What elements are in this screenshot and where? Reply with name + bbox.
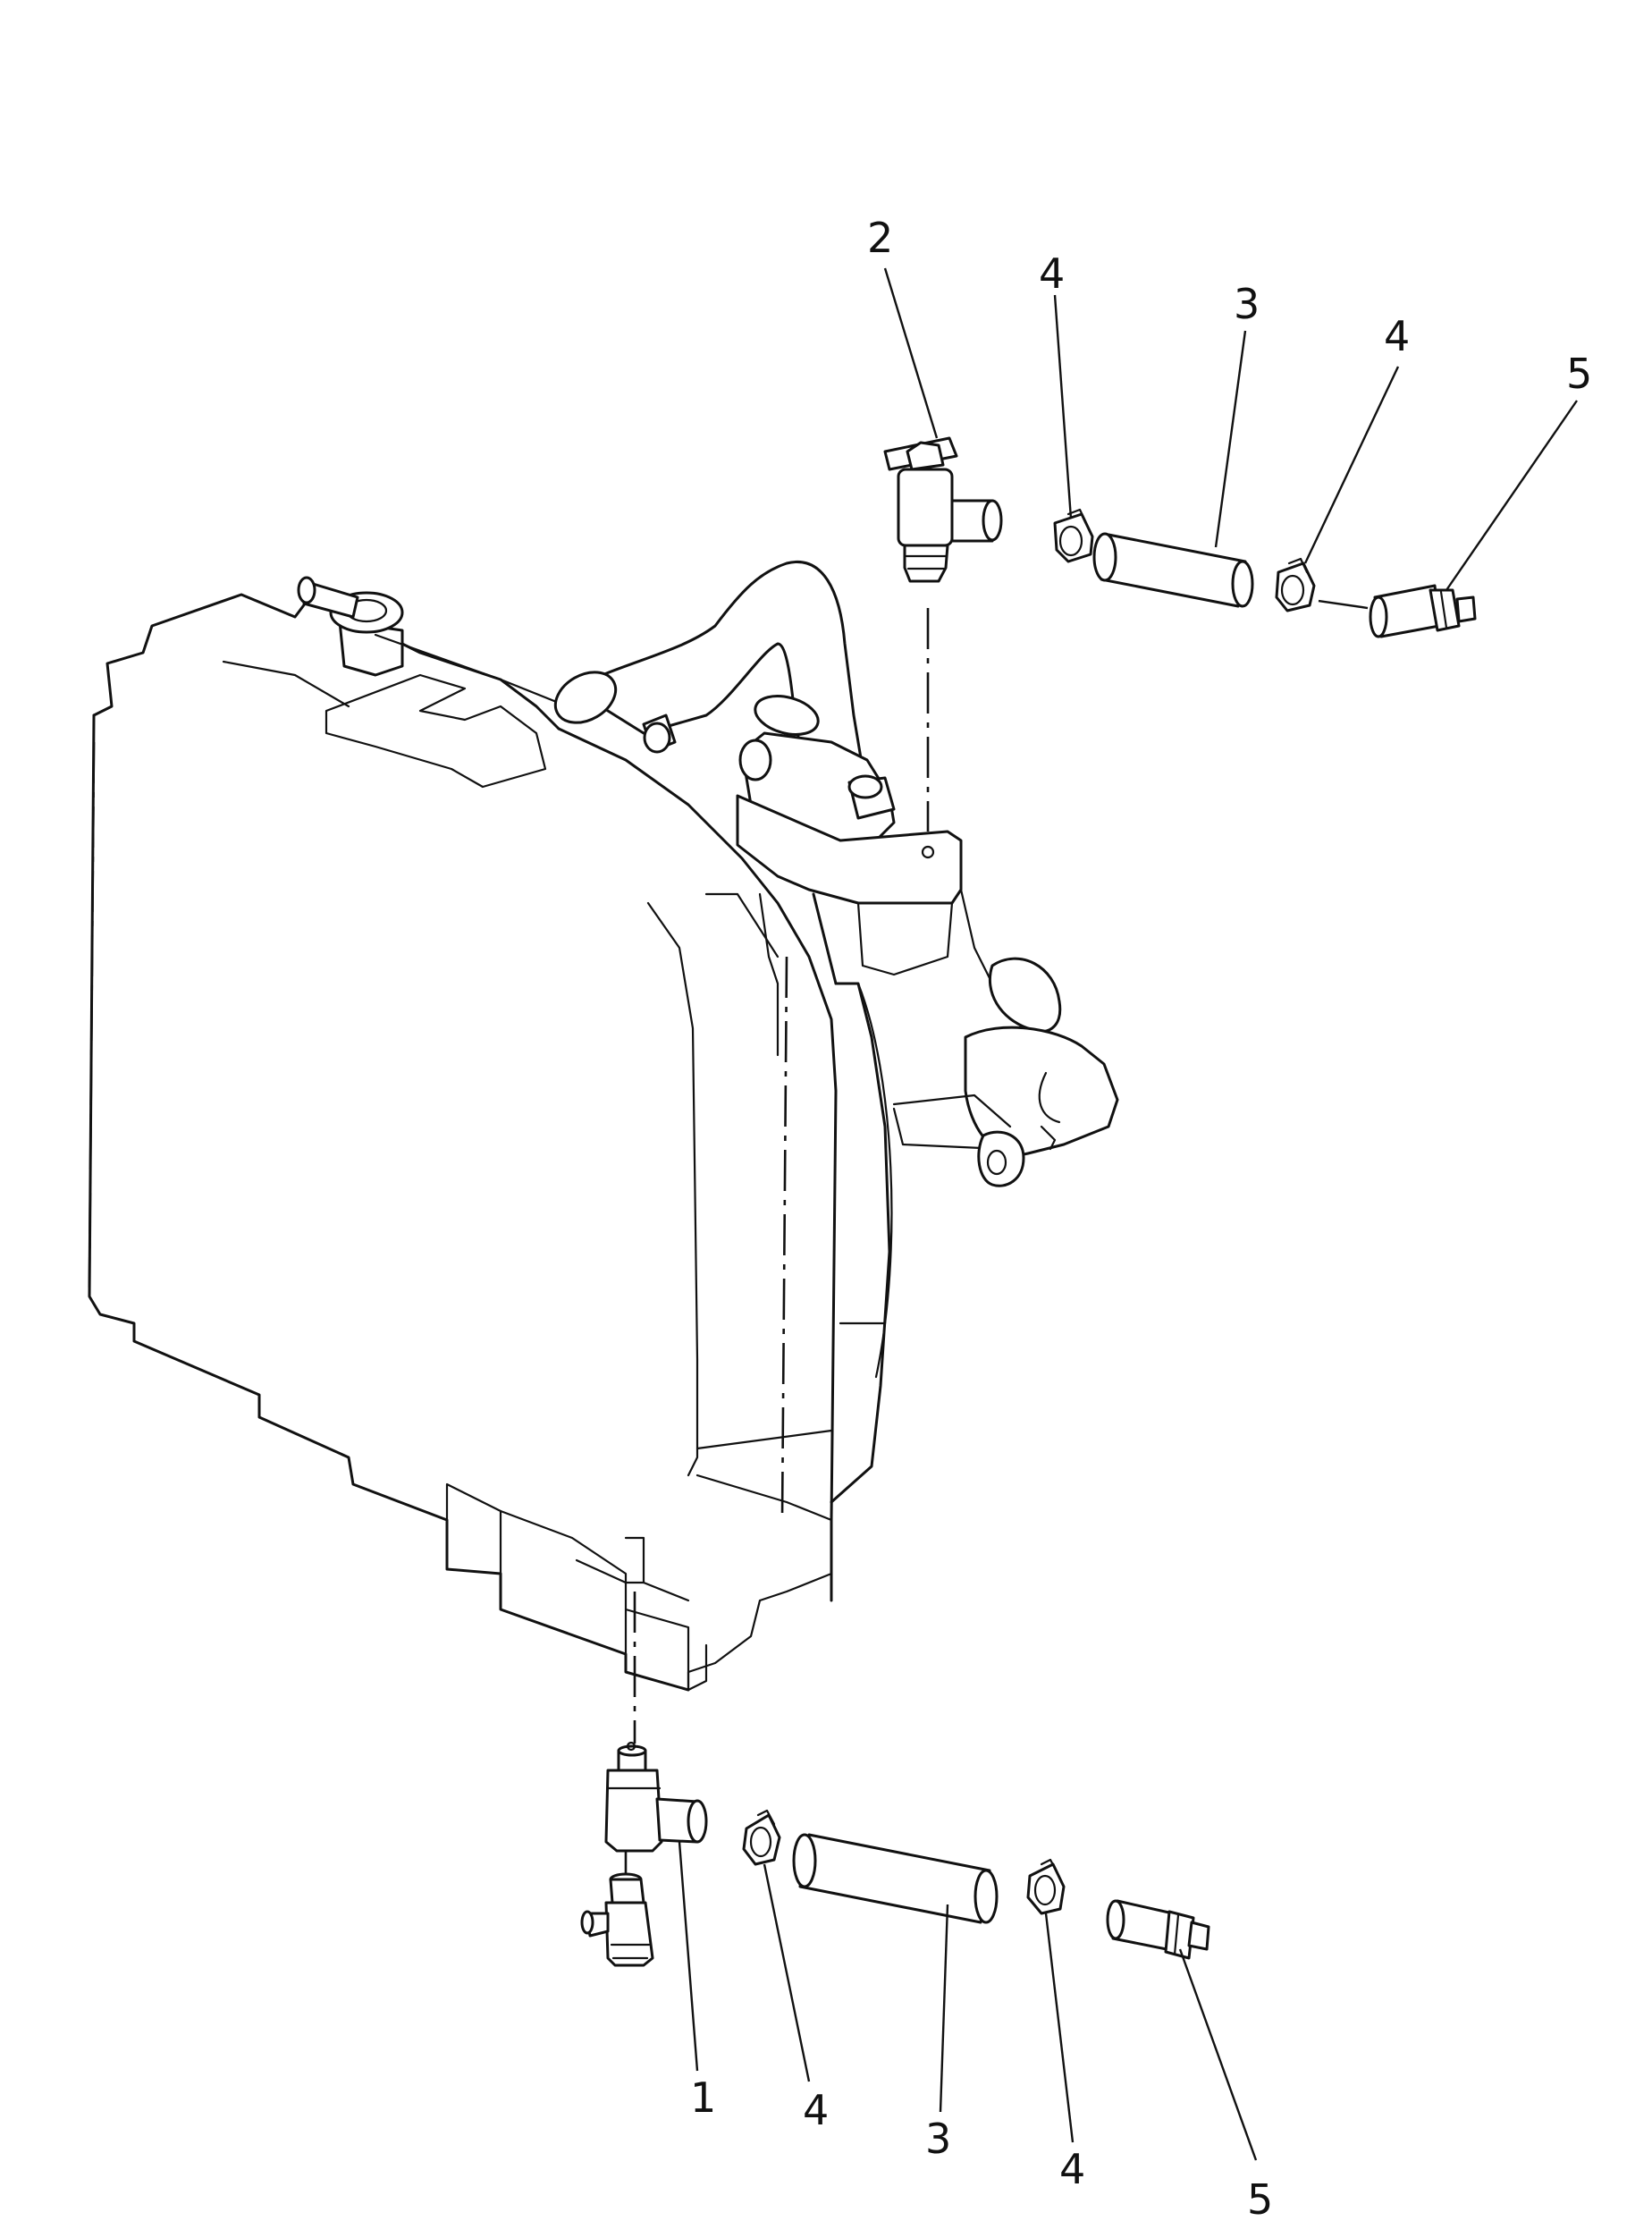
top-hose-clamp-b xyxy=(1275,557,1316,612)
callout-4-top-a: 4 xyxy=(1039,249,1065,298)
callout-5-top: 5 xyxy=(1566,350,1592,398)
leader-lines xyxy=(678,267,1578,2161)
bottom-drain-plug xyxy=(1106,1899,1210,1960)
top-joint-dash xyxy=(1318,599,1369,610)
callout-5-bottom: 5 xyxy=(1247,2175,1273,2221)
bottom-hose-clamp-a xyxy=(742,1809,781,1866)
callout-4-bottom-b: 4 xyxy=(1059,2145,1085,2193)
top-hose-clamp-a xyxy=(1053,508,1094,563)
filler-cap xyxy=(297,576,592,717)
callout-3-top: 3 xyxy=(1234,280,1260,328)
top-drain-hose xyxy=(1092,532,1254,608)
callout-1-bottom: 1 xyxy=(690,2073,716,2122)
bottom-drain-hose xyxy=(792,1833,999,1924)
top-drain-cock xyxy=(883,436,1003,583)
bottom-drain-body-lower xyxy=(580,1872,654,1967)
callout-4-top-b: 4 xyxy=(1384,312,1410,360)
radiator-body xyxy=(88,593,893,1692)
callout-3-bottom: 3 xyxy=(925,2115,951,2163)
callout-4-bottom-a: 4 xyxy=(803,2086,829,2134)
top-drain-plug xyxy=(1369,584,1477,638)
thermostat-housing xyxy=(736,731,1119,1187)
bottom-drain-cock xyxy=(604,1741,708,1853)
callouts: 2 4 3 4 5 1 4 3 4 5 xyxy=(690,214,1592,2221)
callout-2-top: 2 xyxy=(867,214,893,262)
upper-hose xyxy=(553,561,864,789)
bottom-hose-clamp-b xyxy=(1026,1858,1066,1915)
